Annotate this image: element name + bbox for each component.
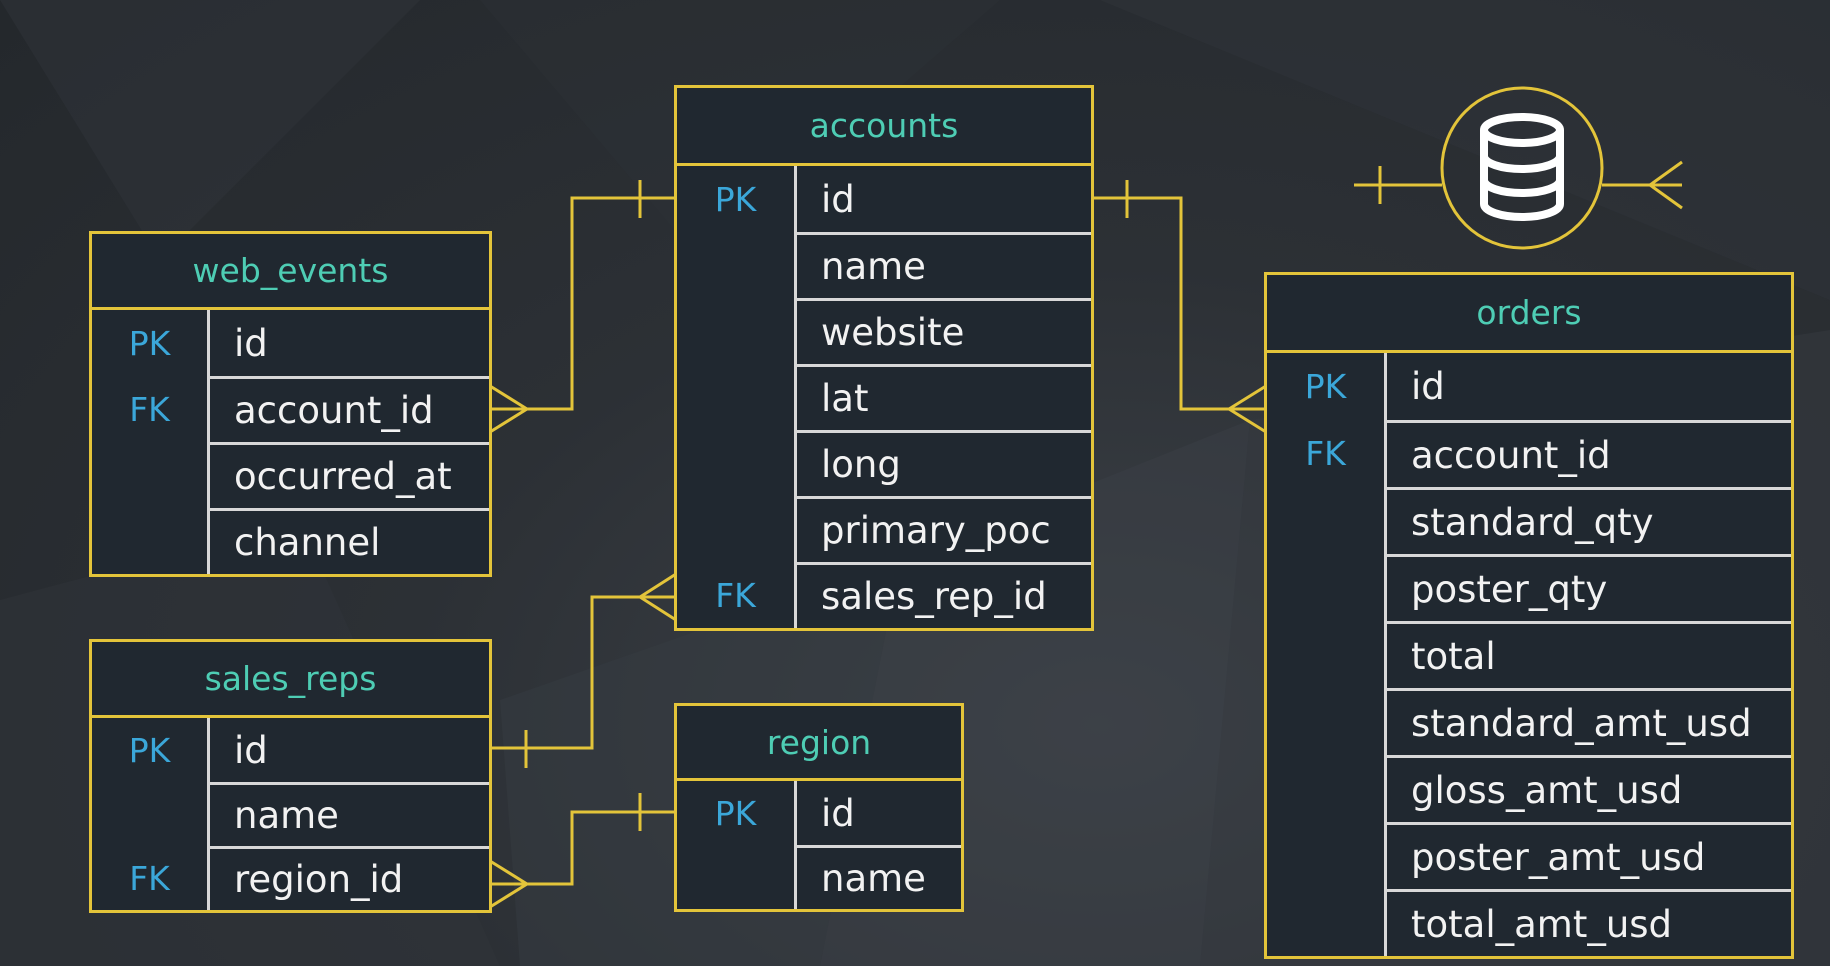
- field-name: id: [234, 728, 268, 772]
- field-name: id: [1411, 365, 1445, 408]
- field-name: gloss_amt_usd: [1387, 755, 1791, 822]
- table-row: lat: [677, 364, 1091, 430]
- key-badge: [677, 430, 797, 496]
- link-accounts-web-events: [489, 180, 676, 434]
- key-badge: FK: [1267, 420, 1387, 487]
- table-body-region: PK id name: [677, 781, 961, 909]
- field-name: total: [1387, 621, 1791, 688]
- field-name: account_id: [1387, 420, 1791, 487]
- table-title-orders: orders: [1267, 275, 1791, 353]
- table-row: gloss_amt_usd: [1267, 755, 1791, 822]
- table-row: PK id: [677, 781, 961, 845]
- table-row: name: [92, 782, 489, 846]
- field-name: sales_rep_id: [797, 562, 1091, 628]
- field-name: poster_amt_usd: [1387, 822, 1791, 889]
- link-salesreps-accounts: [490, 572, 677, 768]
- key-badge: [1267, 621, 1387, 688]
- field-name: id: [234, 321, 268, 365]
- table-row: PK id: [92, 310, 489, 376]
- key-badge: FK: [92, 376, 210, 442]
- database-icon: [1354, 86, 1683, 250]
- key-badge: PK: [92, 310, 210, 376]
- field-name: id: [821, 177, 855, 221]
- table-row: channel: [92, 508, 489, 574]
- key-badge: [677, 232, 797, 298]
- table-title-region: region: [677, 706, 961, 781]
- link-accounts-orders: [1092, 180, 1267, 434]
- field-name: poster_qty: [1387, 554, 1791, 621]
- field-name: total_amt_usd: [1387, 889, 1791, 956]
- key-badge: FK: [92, 846, 210, 910]
- key-badge: PK: [1267, 353, 1387, 420]
- field-name: lat: [797, 364, 1091, 430]
- field-name: standard_amt_usd: [1387, 688, 1791, 755]
- field-name: website: [797, 298, 1091, 364]
- field-name: name: [797, 232, 1091, 298]
- key-badge: PK: [92, 718, 210, 782]
- key-badge: [1267, 554, 1387, 621]
- key-badge: [1267, 889, 1387, 956]
- table-row: website: [677, 298, 1091, 364]
- table-row: PK id: [92, 718, 489, 782]
- key-badge: [92, 782, 210, 846]
- key-badge: [92, 442, 210, 508]
- table-row: primary_poc: [677, 496, 1091, 562]
- field-name: occurred_at: [210, 442, 489, 508]
- table-row: poster_qty: [1267, 554, 1791, 621]
- key-badge: [1267, 688, 1387, 755]
- table-row: poster_amt_usd: [1267, 822, 1791, 889]
- table-row: long: [677, 430, 1091, 496]
- field-name: long: [797, 430, 1091, 496]
- table-row: standard_amt_usd: [1267, 688, 1791, 755]
- key-badge: [677, 364, 797, 430]
- table-row: PK id: [677, 166, 1091, 232]
- key-badge: [677, 496, 797, 562]
- field-name: channel: [210, 508, 489, 574]
- table-row: standard_qty: [1267, 487, 1791, 554]
- key-badge: FK: [677, 562, 797, 628]
- table-row: name: [677, 232, 1091, 298]
- key-badge: [677, 845, 797, 909]
- table-title-web-events: web_events: [92, 234, 489, 310]
- key-badge: [1267, 755, 1387, 822]
- table-row: total: [1267, 621, 1791, 688]
- link-region-salesreps: [489, 793, 676, 909]
- key-badge: [1267, 822, 1387, 889]
- key-badge: [677, 298, 797, 364]
- table-title-sales-reps: sales_reps: [92, 642, 489, 718]
- key-badge: [92, 508, 210, 574]
- field-name: standard_qty: [1387, 487, 1791, 554]
- table-row: occurred_at: [92, 442, 489, 508]
- table-row: total_amt_usd: [1267, 889, 1791, 956]
- field-name: name: [797, 845, 961, 909]
- table-row: name: [677, 845, 961, 909]
- table-title-accounts: accounts: [677, 88, 1091, 166]
- key-badge: PK: [677, 166, 797, 232]
- field-name: account_id: [210, 376, 489, 442]
- key-badge: [1267, 487, 1387, 554]
- field-name: region_id: [210, 846, 489, 910]
- field-name: id: [821, 791, 855, 835]
- field-name: name: [210, 782, 489, 846]
- table-row: PK id: [1267, 353, 1791, 420]
- key-badge: PK: [677, 781, 797, 845]
- field-name: primary_poc: [797, 496, 1091, 562]
